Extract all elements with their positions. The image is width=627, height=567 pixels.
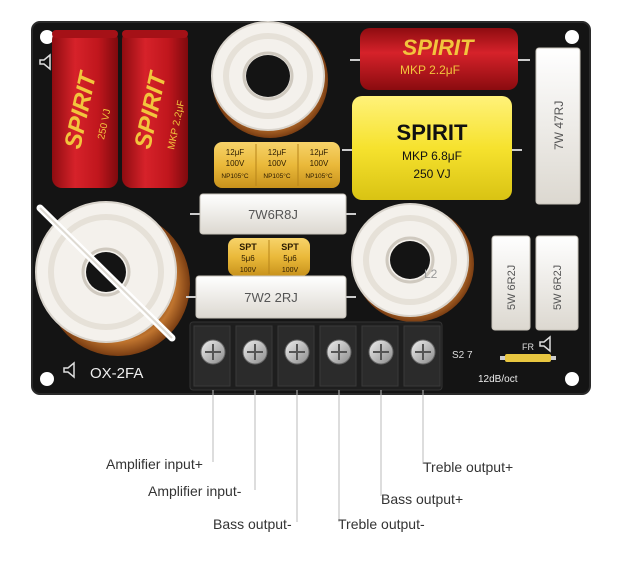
capacitor-voltage: 100V <box>310 159 329 168</box>
terminal-block <box>189 321 443 391</box>
capacitor-temp: NP105°C <box>305 172 332 180</box>
resistor-value: 7W6R8J <box>248 207 298 222</box>
fuse <box>500 354 556 362</box>
terminal-label-treble-out-minus: Treble output- <box>338 516 425 532</box>
spt-capacitors: SPT 5μ6 100V SPT 5μ6 100V <box>228 238 310 276</box>
coil-label: L2 <box>424 267 438 281</box>
terminal-label-bass-out-plus: Bass output+ <box>381 491 464 507</box>
resistor-small-1: 5W 6R2J <box>491 235 531 331</box>
resistor-mid: 7W6R8J <box>190 193 356 235</box>
speaker-icon <box>39 53 551 379</box>
resistor-small-2: 5W 6R2J <box>535 235 579 331</box>
red-capacitor-mid: SPIRIT MKP 2.2μF <box>122 30 188 188</box>
terminal-label-treble-out-plus: Treble output+ <box>423 459 514 475</box>
resistor-value: 5W 6R2J <box>506 265 518 310</box>
terminal-label-bass-out-minus: Bass output- <box>213 516 292 532</box>
mounting-hole <box>40 372 54 386</box>
capacitor-value: 5μ6 <box>283 254 297 263</box>
red-capacitor-left: SPIRIT 250 VJ <box>52 30 118 188</box>
capacitor-temp: NP105°C <box>221 172 248 180</box>
capacitor-voltage: 100V <box>240 267 257 274</box>
coil-top <box>211 21 328 138</box>
capacitor-voltage: 250 VJ <box>413 167 450 181</box>
coil-large-left <box>35 201 190 356</box>
leader-lines <box>212 390 424 522</box>
capacitor-value: 12μF <box>268 148 287 157</box>
capacitor-voltage: 100V <box>226 159 245 168</box>
capacitor-brand: SPT <box>281 242 299 252</box>
code-label: S2 7 <box>452 350 473 361</box>
capacitor-value: MKP 2.2μF <box>400 63 460 77</box>
model-label: OX-2FA <box>90 365 143 382</box>
terminal-label-amp-in-minus: Amplifier input- <box>148 483 242 499</box>
resistor-top-right: 7W 47RJ <box>535 47 581 205</box>
capacitor-value: 12μF <box>226 148 245 157</box>
coil-right: L2 <box>351 203 474 322</box>
mounting-hole <box>40 30 54 44</box>
capacitor-temp: NP105°C <box>263 172 290 180</box>
capacitor-value: 12μF <box>310 148 329 157</box>
terminal-label-amp-in-plus: Amplifier input+ <box>106 456 203 472</box>
capacitor-value: MKP 6.8μF <box>402 149 462 163</box>
mounting-hole <box>565 30 579 44</box>
capacitor-brand: SPT <box>239 242 257 252</box>
capacitor-brand: SPIRIT <box>403 35 475 60</box>
mounting-hole <box>565 372 579 386</box>
resistor-value: 7W 47RJ <box>552 101 566 150</box>
red-capacitor-top: SPIRIT MKP 2.2μF <box>350 28 530 90</box>
capacitor-value: 5μ6 <box>241 254 255 263</box>
capacitor-brand: SPIRIT <box>397 120 468 145</box>
small-yellow-capacitors: 12μF 100V NP105°C 12μF 100V NP105°C 12μF… <box>214 142 340 188</box>
capacitor-voltage: 100V <box>282 267 299 274</box>
yellow-capacitor-big: SPIRIT MKP 6.8μF 250 VJ <box>342 96 522 200</box>
resistor-lower: 7W2 2RJ <box>186 275 356 319</box>
fuse-label: FR <box>522 342 534 352</box>
resistor-value: 5W 6R2J <box>552 265 564 310</box>
capacitor-voltage: 100V <box>268 159 287 168</box>
slope-label: 12dB/oct <box>478 374 518 385</box>
resistor-value: 7W2 2RJ <box>244 290 297 305</box>
